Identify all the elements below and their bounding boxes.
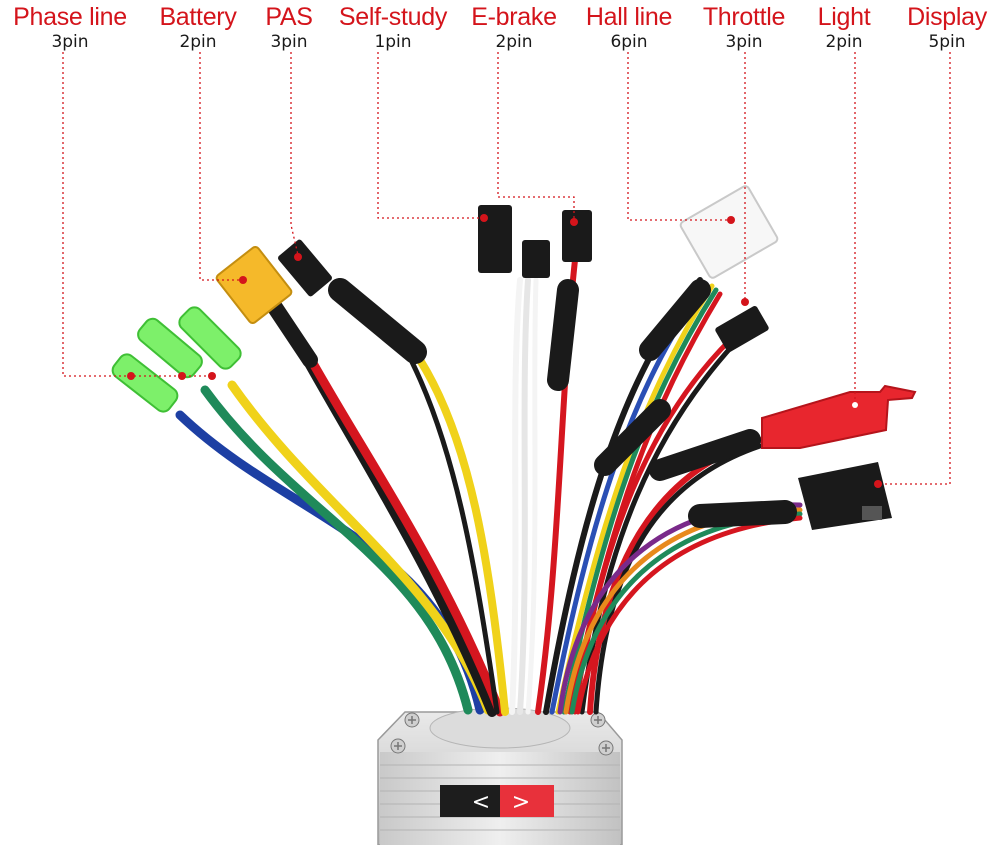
pas-wires bbox=[328, 278, 509, 716]
label-phase-line: Phase line 3pin bbox=[2, 3, 138, 53]
brake-connectors bbox=[478, 205, 592, 278]
brake-wires bbox=[509, 257, 579, 715]
leader-lines bbox=[62, 52, 951, 485]
leader-dots bbox=[127, 214, 882, 488]
label-name: Light bbox=[817, 3, 871, 31]
label-pins: 3pin bbox=[725, 32, 763, 52]
label-pins: 2pin bbox=[825, 32, 863, 52]
label-name: E-brake bbox=[471, 3, 557, 31]
pas-connector bbox=[278, 239, 332, 297]
screw-icon bbox=[590, 712, 606, 728]
label-name: PAS bbox=[265, 3, 313, 31]
label-pins: 1pin bbox=[374, 32, 412, 52]
light-connector bbox=[761, 384, 917, 449]
label-name: Hall line bbox=[585, 3, 673, 31]
label-pins: 2pin bbox=[495, 32, 533, 52]
controller-logo: < > bbox=[440, 785, 554, 817]
screw-icon bbox=[390, 738, 406, 754]
label-hall-line: Hall line 6pin bbox=[574, 3, 684, 53]
label-light: Light 2pin bbox=[806, 3, 882, 53]
label-name: Throttle bbox=[702, 3, 786, 31]
battery-wires bbox=[262, 292, 505, 717]
label-self-study: Self-study 1pin bbox=[326, 3, 460, 53]
throttle-connector bbox=[715, 305, 769, 353]
battery-connector bbox=[215, 245, 293, 325]
label-name: Display bbox=[907, 3, 987, 31]
screw-icon bbox=[404, 712, 420, 728]
label-pins: 2pin bbox=[179, 32, 217, 52]
hall-connector bbox=[679, 185, 779, 279]
label-pas: PAS 3pin bbox=[256, 3, 322, 53]
label-name: Battery bbox=[159, 3, 237, 31]
arrow-left-icon: < bbox=[472, 790, 490, 815]
label-e-brake: E-brake 2pin bbox=[462, 3, 566, 53]
label-throttle: Throttle 3pin bbox=[690, 3, 798, 53]
label-name: Phase line bbox=[13, 3, 127, 31]
label-pins: 6pin bbox=[610, 32, 648, 52]
phase-connectors bbox=[111, 306, 242, 413]
label-display: Display 5pin bbox=[896, 3, 998, 53]
label-battery: Battery 2pin bbox=[148, 3, 248, 53]
light-display-wires bbox=[557, 429, 803, 715]
label-name: Self-study bbox=[338, 3, 448, 31]
screw-icon bbox=[598, 740, 614, 756]
controller-box: < > bbox=[377, 707, 623, 845]
label-pins: 3pin bbox=[270, 32, 308, 52]
label-pins: 5pin bbox=[928, 32, 966, 52]
arrow-right-icon: > bbox=[512, 790, 530, 815]
label-pins: 3pin bbox=[51, 32, 89, 52]
display-connector bbox=[798, 462, 892, 530]
